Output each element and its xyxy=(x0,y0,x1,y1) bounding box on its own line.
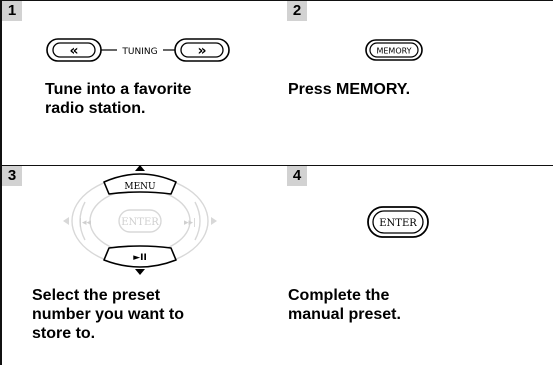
step-1-caption: Tune into a favorite radio station. xyxy=(45,80,191,118)
tuning-buttons-figure: « TUNING » xyxy=(46,38,230,62)
faded-enter-button: ENTER xyxy=(118,209,162,233)
tuning-label: TUNING xyxy=(121,47,157,57)
step-number-2: 2 xyxy=(292,2,302,19)
next-icon: ▸▸| xyxy=(184,218,196,228)
step-4-caption-line: Complete the xyxy=(288,287,390,304)
step-3-caption-line: Select the preset xyxy=(32,287,161,304)
memory-button-figure: MEMORY xyxy=(365,39,423,61)
menu-label: MENU xyxy=(124,182,156,192)
left-arrow-icon xyxy=(63,217,69,225)
enter-label: ENTER xyxy=(379,218,417,229)
rewind-button[interactable]: « xyxy=(46,38,102,62)
memory-button[interactable]: MEMORY xyxy=(365,39,423,61)
step-2-caption: Press MEMORY. xyxy=(288,80,410,99)
play-pause-icon: ►II xyxy=(133,253,147,263)
step-number-box-4 xyxy=(287,166,307,186)
step-3-caption-line: store to. xyxy=(32,325,96,342)
remote-control-figure: |◂◂ ▸▸| ENTER MENU ►II xyxy=(63,165,217,275)
forward-icon: » xyxy=(197,43,206,59)
step-1-caption-line: Tune into a favorite xyxy=(45,81,192,98)
play-pause-button[interactable]: ►II xyxy=(103,245,177,268)
step-number-4: 4 xyxy=(292,167,302,184)
step-1-caption-line: radio station. xyxy=(45,100,146,117)
right-arrow-icon xyxy=(211,217,217,225)
step-number-1: 1 xyxy=(7,2,17,19)
step-4-caption: Complete the manual preset. xyxy=(288,286,401,324)
menu-button[interactable]: MENU xyxy=(103,173,177,195)
step-4-caption-line: manual preset. xyxy=(288,306,401,323)
step-number-box-3 xyxy=(2,166,22,186)
left-border xyxy=(0,0,2,365)
row-divider xyxy=(0,165,553,166)
rewind-icon: « xyxy=(69,43,78,59)
step-2-caption-line: Press MEMORY. xyxy=(288,81,411,98)
step-3-caption-line: number you want to xyxy=(32,306,184,323)
step-3-caption: Select the preset number you want to sto… xyxy=(32,286,184,343)
top-border xyxy=(0,0,553,1)
down-arrow-icon xyxy=(135,269,145,275)
previous-icon: |◂◂ xyxy=(79,218,92,228)
memory-label: MEMORY xyxy=(376,47,411,56)
step-number-box-2 xyxy=(287,1,307,21)
faded-enter-label: ENTER xyxy=(121,217,159,228)
step-number-3: 3 xyxy=(7,167,17,184)
enter-button[interactable]: ENTER xyxy=(367,206,429,238)
forward-button[interactable]: » xyxy=(174,38,230,62)
enter-button-figure: ENTER xyxy=(367,206,429,238)
up-arrow-icon xyxy=(135,165,145,171)
step-number-box-1 xyxy=(2,1,22,21)
